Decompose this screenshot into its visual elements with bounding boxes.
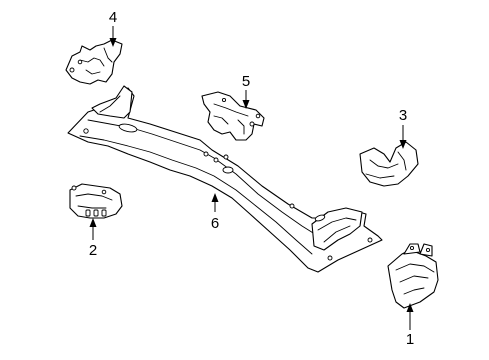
callout-label-4: 4 (109, 9, 117, 26)
transmission-mount-part-1 (387, 243, 439, 309)
leader-line-2 (89, 218, 97, 240)
callout-label-3: 3 (399, 107, 407, 124)
leader-line-1 (406, 303, 414, 330)
engine-mount-part-2 (69, 183, 123, 219)
leader-line-4 (109, 26, 117, 47)
callout-label-5: 5 (242, 73, 250, 90)
leader-line-3 (399, 125, 407, 149)
mount-bracket-part-4 (65, 39, 123, 85)
crossmember-part (67, 85, 383, 273)
callout-label-6: 6 (211, 215, 219, 232)
mount-bracket-part-3 (359, 141, 419, 187)
leader-line-6 (211, 193, 219, 212)
callout-label-2: 2 (89, 242, 97, 259)
callout-label-1: 1 (406, 331, 414, 348)
leader-line-5 (242, 90, 250, 109)
mount-bracket-part-5 (201, 91, 265, 141)
